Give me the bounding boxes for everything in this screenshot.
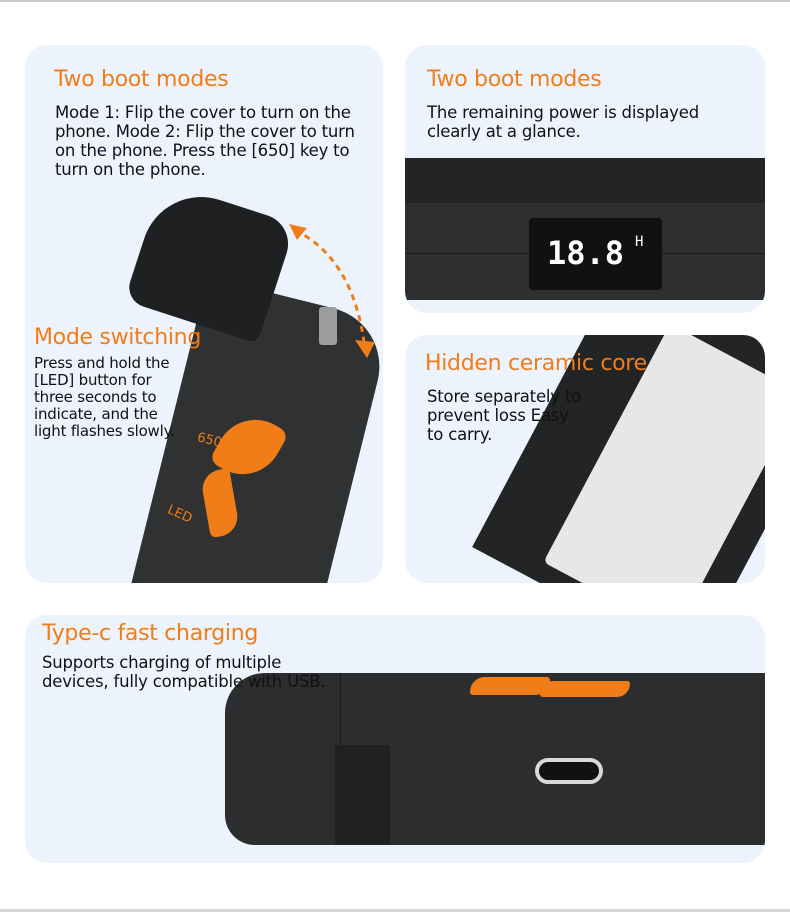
orange-button-650 — [470, 677, 550, 695]
usb-c-port-icon — [535, 758, 603, 784]
panel-title: Type-c fast charging — [42, 621, 259, 646]
battery-display: 18.8 H — [529, 218, 662, 290]
panel-body: Store separately to prevent loss Easy to… — [427, 387, 582, 444]
panel-body: Mode 1: Flip the cover to turn on the ph… — [55, 103, 355, 179]
display-unit: H — [635, 234, 644, 250]
bottom-divider — [0, 909, 790, 912]
mode-switching-body: Press and hold the [LED] button for thre… — [34, 354, 175, 440]
panel-type-c: Type-c fast charging Supports charging o… — [25, 615, 765, 863]
top-divider — [0, 0, 790, 2]
panel-title: Two boot modes — [427, 67, 602, 92]
device-bottom — [225, 673, 765, 845]
orange-button-led — [540, 681, 630, 697]
mode-switching-title: Mode switching — [34, 325, 201, 350]
panel-body: Supports charging of multiple devices, f… — [42, 653, 326, 691]
power-button — [319, 307, 337, 345]
panel-title: Hidden ceramic core — [425, 351, 647, 376]
rotate-arrow-icon — [289, 224, 375, 358]
panel-ceramic-core: Hidden ceramic core Store separately to … — [405, 335, 765, 583]
panel-body: The remaining power is displayed clearly… — [427, 103, 699, 141]
panel-power-display: Two boot modes The remaining power is di… — [405, 45, 765, 313]
panel-title: Two boot modes — [54, 67, 229, 92]
display-value: 18.8 — [547, 234, 625, 272]
panel-boot-modes-cover: 650 LED Two boot modes Mode 1: Flip the … — [25, 45, 383, 583]
